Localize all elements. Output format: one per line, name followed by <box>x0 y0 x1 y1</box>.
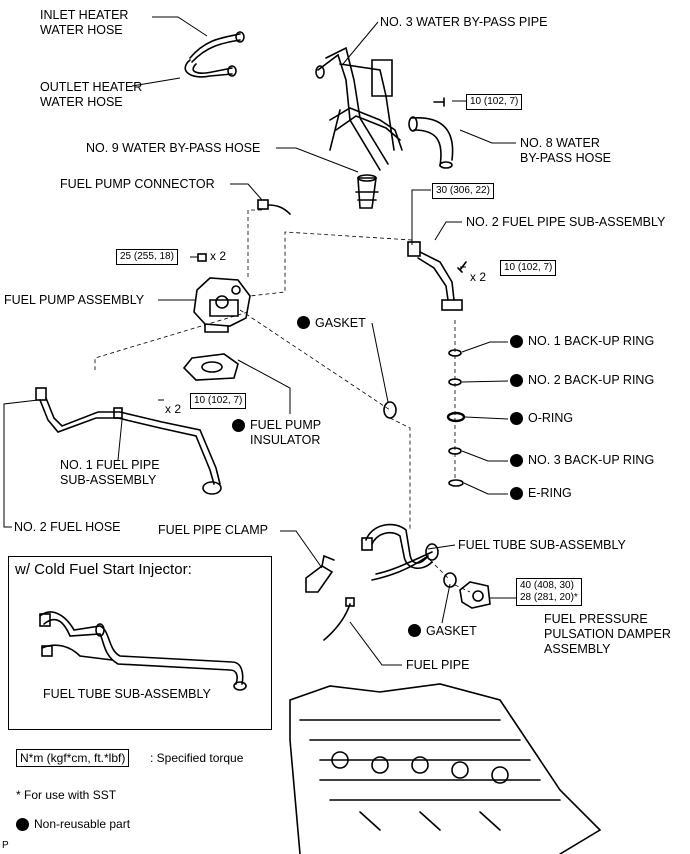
label-fuel-pipe-clamp: FUEL PIPE CLAMP <box>158 523 268 537</box>
leader-insulator <box>237 359 291 414</box>
leader-no8-hose <box>459 129 516 144</box>
torque-box-no2-pipe-bolt: 10 (102, 7) <box>500 260 557 276</box>
leader-no2-pipe <box>434 221 462 241</box>
inset-cold-start-variant: w/ Cold Fuel Start Injector: FUEL TUBE S… <box>8 556 272 730</box>
multiplier-no2-pipe-bolt: x 2 <box>470 270 487 284</box>
leader-no1-pipe <box>117 419 123 461</box>
leader-clamp <box>280 530 323 569</box>
label-no2-backup-ring: NO. 2 BACK-UP RING <box>528 373 655 387</box>
nonreusable-dot-gasket-lower <box>408 624 421 637</box>
label-no1-backup-ring: NO. 1 BACK-UP RING <box>528 334 655 348</box>
leader-br2 <box>461 380 509 383</box>
leader-fuel-tube <box>427 544 456 550</box>
leader-inlet-hose <box>152 16 208 37</box>
label-no8-bypass-hose: NO. 8 WATER BY-PASS HOSE <box>520 136 612 165</box>
legend-nonreusable: Non-reusable part <box>34 817 131 831</box>
label-no2-fuel-pipe: NO. 2 FUEL PIPE SUB-ASSEMBLY <box>466 215 666 229</box>
nonreusable-dot-ering <box>510 487 523 500</box>
label-gasket-upper: GASKET <box>315 316 366 330</box>
nonreusable-dot-br2 <box>510 374 523 387</box>
torque-box-no8-bolt: 10 (102, 7) <box>466 94 523 110</box>
legend-torque-box: N*m (kgf*cm, ft.*lbf) <box>16 749 130 767</box>
legend-nonreusable-dot <box>16 818 29 831</box>
multiplier-pump-nut: x 2 <box>210 249 227 263</box>
label-fuel-pipe: FUEL PIPE <box>406 658 470 672</box>
nonreusable-dot-br1 <box>510 335 523 348</box>
leader-fp-connector <box>230 183 263 201</box>
torque-box-damper: 40 (408, 30) 28 (281, 20)* <box>516 578 582 606</box>
label-fuel-pump-connector: FUEL PUMP CONNECTOR <box>60 177 215 191</box>
nonreusable-dot-gasket-upper <box>297 316 310 329</box>
leader-oring <box>464 416 509 420</box>
label-no3-bypass-pipe: NO. 3 WATER BY-PASS PIPE <box>380 15 548 29</box>
leader-no9-hose <box>276 147 359 173</box>
label-damper: FUEL PRESSURE PULSATION DAMPER ASSEMBLY <box>544 612 671 656</box>
legend-torque-desc: : Specified torque <box>150 751 244 765</box>
leader-ering <box>463 482 508 495</box>
label-no3-backup-ring: NO. 3 BACK-UP RING <box>528 453 655 467</box>
label-outlet-heater-hose: OUTLET HEATER WATER HOSE <box>40 80 143 109</box>
label-e-ring: E-RING <box>528 486 572 500</box>
inset-title: w/ Cold Fuel Start Injector: <box>15 561 192 578</box>
label-no2-fuel-hose: NO. 2 FUEL HOSE <box>14 520 121 534</box>
leader-fuel-pipe <box>349 621 402 666</box>
leader-gasket-up <box>371 322 389 403</box>
corner-mark: P <box>2 840 9 851</box>
label-fuel-pump-insulator: FUEL PUMP INSULATOR <box>250 418 322 447</box>
leader-outlet-hose <box>131 77 181 87</box>
label-inlet-heater-hose: INLET HEATER WATER HOSE <box>40 8 129 37</box>
inset-label-fuel-tube: FUEL TUBE SUB-ASSEMBLY <box>43 687 211 701</box>
nonreusable-dot-oring <box>510 412 523 425</box>
label-fuel-pump-assembly: FUEL PUMP ASSEMBLY <box>4 293 145 307</box>
label-gasket-lower: GASKET <box>426 624 477 638</box>
label-no9-bypass-hose: NO. 9 WATER BY-PASS HOSE <box>86 141 261 155</box>
nonreusable-dot-br3 <box>510 454 523 467</box>
label-fuel-tube: FUEL TUBE SUB-ASSEMBLY <box>458 538 626 552</box>
leader-gasket-low <box>441 583 451 624</box>
torque-box-no1-pipe-bolt: 10 (102, 7) <box>190 393 247 409</box>
torque-box-no2-pipe-nut: 30 (306, 22) <box>432 183 494 199</box>
label-no1-fuel-pipe: NO. 1 FUEL PIPE SUB-ASSEMBLY <box>60 458 160 487</box>
leader-br1 <box>461 341 508 353</box>
leader-no2-hose <box>3 399 39 528</box>
nonreusable-dot-insulator <box>232 419 245 432</box>
legend-sst-note: * For use with SST <box>16 788 117 802</box>
label-o-ring: O-RING <box>528 411 574 425</box>
leader-br3 <box>461 450 508 462</box>
torque-box-pump-nut: 25 (255, 18) <box>116 249 178 265</box>
multiplier-no1-pipe-bolt: x 2 <box>165 402 182 416</box>
